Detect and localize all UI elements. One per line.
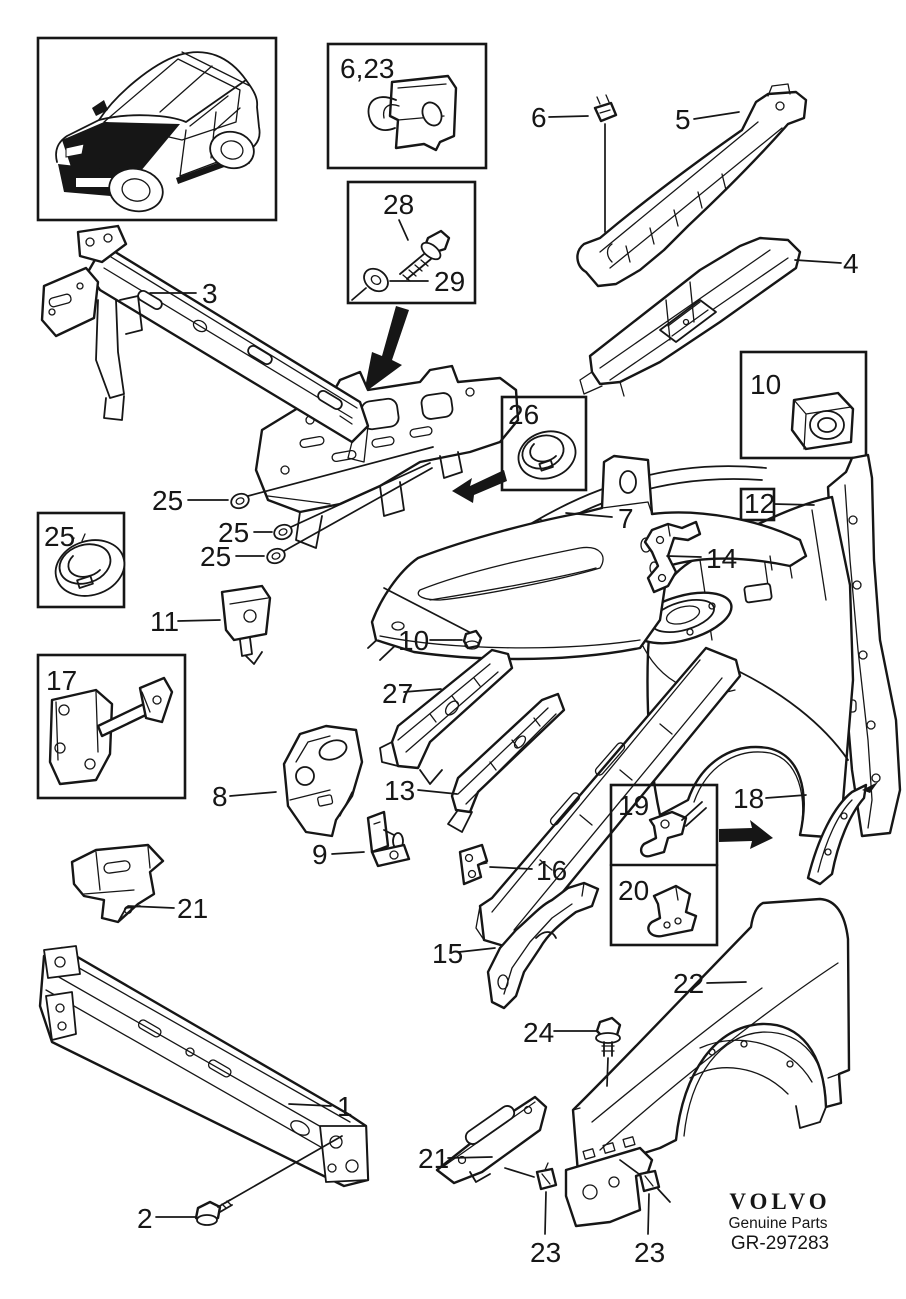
part-5-drawing <box>576 83 808 288</box>
part-27-drawing <box>379 648 514 785</box>
callout-1: 1 <box>337 1091 353 1122</box>
inset-label-26: 26 <box>508 399 539 430</box>
inset-nut-10: 10 <box>739 350 868 460</box>
part-14-drawing <box>643 520 702 594</box>
part-21a-drawing <box>70 843 165 924</box>
inset-grommet26-frame <box>500 395 588 492</box>
callout-5: 5 <box>675 104 691 135</box>
inset-label-25: 25 <box>44 521 75 552</box>
arrow-to-part18 <box>719 820 773 849</box>
part-4-drawing <box>579 236 802 397</box>
callout-8: 8 <box>212 781 228 812</box>
bolt-28-drawing <box>399 229 451 282</box>
callout-15: 15 <box>432 938 463 969</box>
part-16-drawing <box>458 843 489 886</box>
part-3-drawing <box>40 224 370 463</box>
inset-clip-nut: 6,23 <box>326 42 488 170</box>
inset-nut-frame <box>739 350 868 460</box>
part-8-drawing <box>282 724 364 838</box>
grommet-26-drawing <box>517 430 577 480</box>
callout-13: 13 <box>384 775 415 806</box>
callout-7: 7 <box>618 503 634 534</box>
part-15-drawing <box>486 881 600 1010</box>
volvo-logo-text: VOLVO <box>729 1189 830 1214</box>
inset-label-6-23: 6,23 <box>340 53 395 84</box>
inset-panel-12: 12 <box>739 487 815 522</box>
inset-label-20: 20 <box>618 875 649 906</box>
inset-grommet-25: 25 <box>36 511 126 609</box>
genuine-parts-text: Genuine Parts <box>728 1215 827 1232</box>
callout-10: 10 <box>398 625 429 656</box>
callout-4: 4 <box>843 248 859 279</box>
car-inset <box>36 36 278 222</box>
nut-10-small-drawing <box>383 587 483 650</box>
callout-22: 22 <box>673 968 704 999</box>
callout-27: 27 <box>382 678 413 709</box>
callout-2: 2 <box>137 1203 153 1234</box>
inset-label-17: 17 <box>46 665 77 696</box>
callout-3: 3 <box>202 278 218 309</box>
clip-23b-drawing <box>619 1159 671 1235</box>
part-18-drawing <box>806 782 878 886</box>
callout-9: 9 <box>312 839 328 870</box>
footer-brand-block: VOLVO Genuine Parts GR-297283 <box>728 1189 830 1254</box>
part-7-drawing <box>370 454 808 661</box>
part-2-drawing <box>194 1135 343 1226</box>
clip-nut-drawing <box>367 74 458 152</box>
rear-wheel <box>209 130 255 170</box>
part-1-drawing <box>38 945 370 1188</box>
grommet-25-drawing <box>54 533 126 597</box>
part-13-drawing <box>447 692 566 833</box>
part-21b-drawing <box>435 1095 548 1185</box>
inset-label-12: 12 <box>744 488 775 519</box>
callout-21a: 21 <box>177 893 208 924</box>
clip-6-drawing <box>593 94 618 123</box>
bracket-20-drawing <box>647 884 698 938</box>
callout-21b: 21 <box>418 1143 449 1174</box>
car-inset-frame <box>36 36 278 222</box>
callout-25a: 25 <box>152 485 183 516</box>
part-9-drawing <box>366 810 411 868</box>
inset-bolt-washer: 28 29 <box>346 180 477 305</box>
callout-14: 14 <box>706 543 737 574</box>
front-wheel <box>108 167 164 213</box>
inset-brackets-19-20: 19 20 <box>609 783 719 947</box>
washer-29-drawing <box>351 267 389 301</box>
part-11-drawing <box>220 584 272 665</box>
inset-label-19: 19 <box>618 790 649 821</box>
tow-bracket-17-drawing <box>48 676 174 786</box>
callout-23b: 23 <box>634 1237 665 1268</box>
grommets-25-drawing <box>230 446 434 565</box>
callout-6: 6 <box>531 102 547 133</box>
clip-23a-drawing <box>504 1162 558 1235</box>
inset-clip-nut-frame <box>326 42 488 170</box>
part-24-bolt-drawing <box>595 1016 622 1087</box>
reference-number: GR-297283 <box>731 1233 829 1254</box>
inset-label-28: 28 <box>383 189 414 220</box>
inset-label-29: 29 <box>434 266 465 297</box>
nut-10-drawing <box>790 391 855 451</box>
bracket-19-drawing <box>639 801 707 858</box>
callout-24: 24 <box>523 1017 554 1048</box>
callout-18: 18 <box>733 783 764 814</box>
callout-11: 11 <box>150 606 179 637</box>
car-illustration <box>55 51 261 213</box>
callout-25b: 25 <box>218 517 249 548</box>
arrow-to-cowl <box>452 470 507 503</box>
callout-16: 16 <box>536 855 567 886</box>
inset-17-frame <box>36 653 187 800</box>
inset-label-10: 10 <box>750 369 781 400</box>
inset-tow-17: 17 <box>36 653 187 800</box>
callout-25c: 25 <box>200 541 231 572</box>
arrow-to-part3 <box>364 306 409 393</box>
callout-23a: 23 <box>530 1237 561 1268</box>
inset-bolt-frame <box>346 180 477 305</box>
inset-grommet-26: 26 <box>500 395 588 492</box>
